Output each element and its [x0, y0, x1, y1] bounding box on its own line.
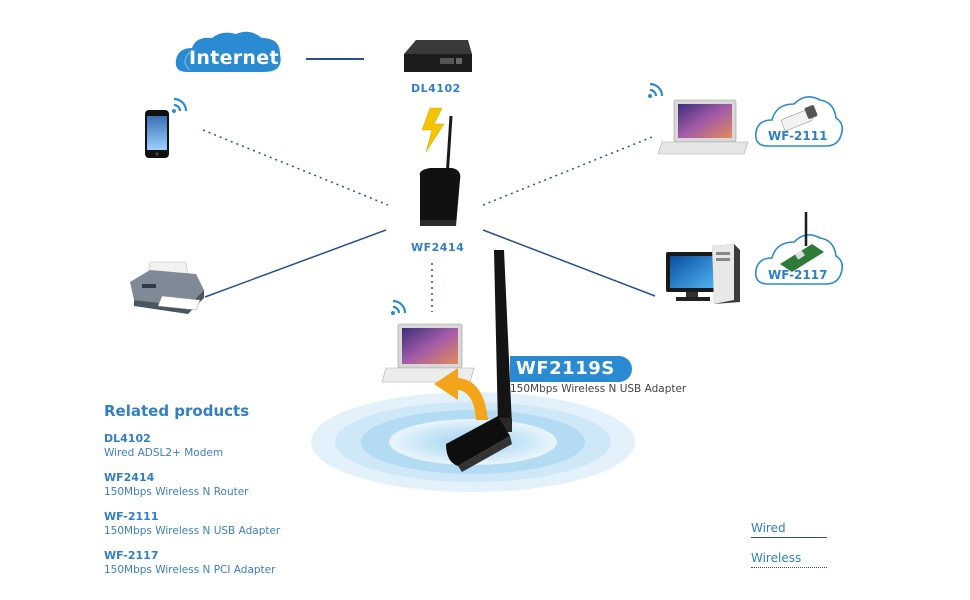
wifi-icon: [172, 97, 188, 113]
lightning-icon: [421, 107, 445, 153]
usb-adapter-cloud-label: WF-2111: [768, 129, 828, 143]
related-product-desc: 150Mbps Wireless N Router: [104, 486, 249, 498]
router-icon: [419, 115, 461, 226]
related-product-name: WF-2111: [104, 510, 159, 523]
legend-wireless: Wireless: [751, 551, 827, 568]
featured-adapter-icon: [446, 250, 512, 472]
internet-label: Internet: [189, 47, 279, 69]
related-product-desc: 150Mbps Wireless N USB Adapter: [104, 525, 281, 537]
legend-wired: Wired: [751, 521, 827, 538]
wireless-link-laptop: [482, 136, 653, 206]
wifi-icon: [391, 299, 407, 315]
router-label: WF2414: [411, 241, 465, 254]
wired-link-printer: [204, 229, 387, 298]
related-products-title: Related products: [104, 402, 250, 420]
pci-adapter-cloud-label: WF-2117: [768, 268, 828, 282]
smartphone-icon: [145, 110, 169, 158]
modem-icon: [404, 40, 472, 72]
featured-product-description: 150Mbps Wireless N USB Adapter: [510, 383, 687, 395]
laptop-icon: [657, 99, 749, 155]
usb-adapter-icon: [781, 105, 818, 131]
related-product-item: WF-2111 150Mbps Wireless N USB Adapter: [104, 510, 424, 538]
related-product-name: WF2414: [104, 471, 155, 484]
related-products: Related products DL4102 Wired ADSL2+ Mod…: [104, 402, 424, 588]
internet-cloud: [175, 31, 281, 72]
wired-link-desktop: [482, 229, 656, 297]
related-product-desc: 150Mbps Wireless N PCI Adapter: [104, 564, 276, 576]
pci-card-icon: [780, 212, 824, 272]
related-product-item: DL4102 Wired ADSL2+ Modem: [104, 432, 424, 460]
wifi-icon: [648, 82, 664, 98]
connection-lines: [202, 58, 656, 312]
related-product-name: DL4102: [104, 432, 151, 445]
printer-icon: [130, 261, 204, 314]
laptop-icon: [381, 323, 475, 383]
desktop-icon: [666, 244, 740, 304]
related-product-item: WF2414 150Mbps Wireless N Router: [104, 471, 424, 499]
related-product-desc: Wired ADSL2+ Modem: [104, 447, 224, 459]
featured-product-badge: WF2119S: [510, 356, 632, 382]
wireless-link-phone: [202, 129, 389, 206]
related-product-item: WF-2117 150Mbps Wireless N PCI Adapter: [104, 549, 424, 577]
curved-arrow-icon: [434, 368, 488, 420]
modem-label: DL4102: [411, 82, 461, 95]
related-product-name: WF-2117: [104, 549, 159, 562]
